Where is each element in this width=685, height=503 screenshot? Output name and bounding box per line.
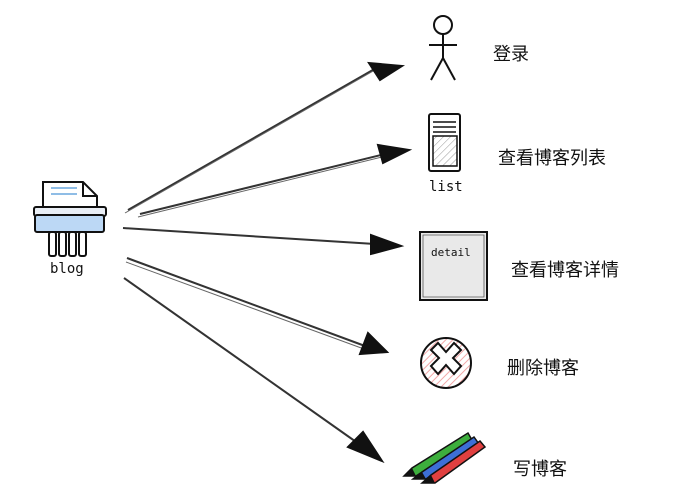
node-label-login: 登录	[493, 44, 529, 65]
detail-icon-text: detail	[431, 246, 471, 259]
node-label-write: 写博客	[513, 459, 567, 480]
node-label-list: 查看博客列表	[498, 148, 606, 169]
list-document-icon	[428, 113, 461, 172]
arrow-to-delete	[125, 257, 390, 356]
node-label-delete: 删除博客	[507, 358, 579, 379]
stick-figure-icon	[429, 15, 457, 81]
arrow-to-login	[124, 61, 406, 214]
arrow-to-detail	[122, 227, 405, 256]
pencils-icon	[402, 431, 487, 484]
arrow-to-list	[137, 143, 413, 218]
source-label: blog	[50, 261, 84, 277]
list-icon-text: list	[429, 179, 463, 195]
detail-card-icon	[419, 231, 488, 301]
node-label-detail: 查看博客详情	[511, 260, 619, 281]
arrow-to-write	[123, 277, 385, 464]
shredder-icon	[33, 181, 107, 257]
delete-cross-icon	[420, 337, 472, 389]
